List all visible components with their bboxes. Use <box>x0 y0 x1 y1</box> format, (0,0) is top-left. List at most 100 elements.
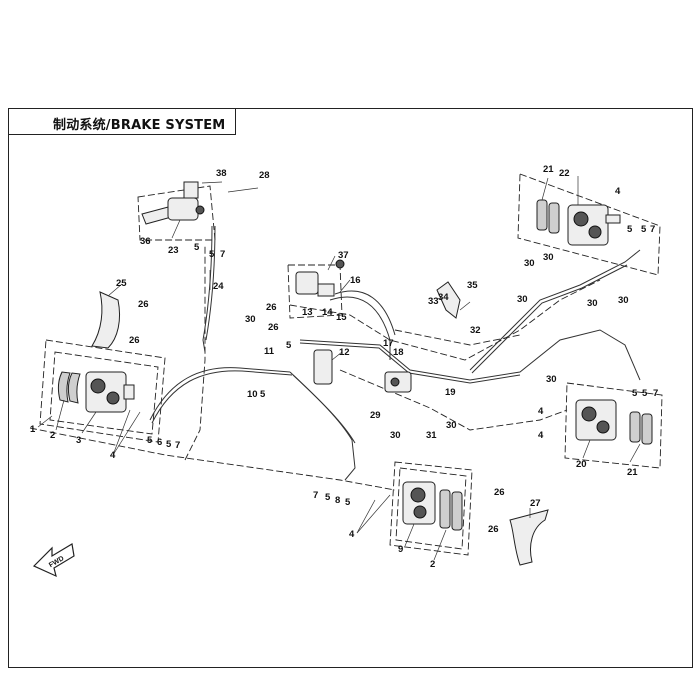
callout: 30 <box>517 294 528 305</box>
left-brake-cover <box>91 291 121 349</box>
group-box-pedal-cylinder <box>287 264 343 319</box>
handlebar-master-cylinder <box>141 181 205 225</box>
front-right-caliper <box>402 481 436 525</box>
rear-top-caliper <box>567 204 621 246</box>
callout: 28 <box>259 170 270 181</box>
callout: 34 <box>438 292 449 303</box>
callout: 31 <box>426 430 437 441</box>
diagram-frame <box>8 108 693 668</box>
callout: 5 <box>194 242 200 253</box>
proportioning-valve <box>384 371 412 393</box>
callout-labels: 1 2 3 4 5 6 5 7 25 26 26 36 23 5 5 7 38 … <box>30 164 658 570</box>
front-left-caliper <box>85 371 135 413</box>
group-box-front-right-caliper <box>389 461 473 556</box>
callout: 9 <box>398 544 403 555</box>
callout: 4 <box>538 430 544 441</box>
callout: 30 <box>587 298 598 309</box>
callout: 5 <box>345 497 351 508</box>
callout: 5 <box>642 388 648 399</box>
callout: 26 <box>266 302 277 313</box>
callout: 27 <box>530 498 541 509</box>
brake-valve <box>313 349 333 385</box>
callout: 30 <box>546 374 557 385</box>
callout: 5 <box>166 439 172 450</box>
callout: 2 <box>430 559 435 570</box>
callout: 30 <box>543 252 554 263</box>
callout: 17 <box>383 338 394 349</box>
callout: 5 <box>627 224 633 235</box>
callout: 30 <box>446 420 457 431</box>
group-box-front-left-caliper <box>39 339 166 443</box>
brake-pipes <box>149 225 641 481</box>
callout: 38 <box>216 168 227 179</box>
callout: 13 <box>302 307 313 318</box>
rear-top-brake-pads <box>536 199 560 234</box>
callout: 22 <box>559 168 570 179</box>
callout: 30 <box>524 258 535 269</box>
callout: 4 <box>110 450 116 461</box>
group-box-rear-caliper-bottom <box>564 382 663 469</box>
callout: 32 <box>470 325 481 336</box>
front-right-brake-pads <box>439 489 463 531</box>
callout: 7 <box>175 440 180 451</box>
callout: 5 <box>325 492 331 503</box>
leader-lines <box>37 176 641 561</box>
callout: 30 <box>245 314 256 325</box>
callout: 4 <box>538 406 544 417</box>
callout: 5 <box>286 340 292 351</box>
callout: 33 <box>428 296 439 307</box>
right-brake-cover <box>509 509 549 566</box>
callout: 7 <box>313 490 318 501</box>
group-box-rear-caliper-top <box>517 173 661 276</box>
callout: 19 <box>445 387 456 398</box>
callout: 21 <box>627 467 638 478</box>
callout: 20 <box>576 459 587 470</box>
callout: 16 <box>350 275 361 286</box>
callout: 36 <box>140 236 151 247</box>
dashed-lead-lines <box>29 245 601 491</box>
callout: 5 <box>260 389 266 400</box>
callout: 5 <box>641 224 647 235</box>
callout: 8 <box>335 495 340 506</box>
callout: 5 <box>147 435 153 446</box>
callout: 7 <box>220 249 225 260</box>
rear-bottom-caliper <box>575 399 617 441</box>
callout: 5 <box>209 249 215 260</box>
callout: 1 <box>30 424 36 435</box>
callout: 3 <box>76 435 81 446</box>
callout: 7 <box>653 388 658 399</box>
callout: 12 <box>339 347 350 358</box>
callout: 30 <box>618 295 629 306</box>
callout: 4 <box>615 186 621 197</box>
callout: 26 <box>494 487 505 498</box>
callout: 26 <box>129 335 140 346</box>
callout: 2 <box>50 430 55 441</box>
callout: 25 <box>116 278 127 289</box>
title-box: 制动系统/BRAKE SYSTEM <box>8 108 236 135</box>
callout: 21 <box>543 164 554 175</box>
callout: 7 <box>650 224 655 235</box>
group-box-master-cylinder <box>137 185 216 241</box>
callout: 24 <box>213 281 224 292</box>
page-title: 制动系统/BRAKE SYSTEM <box>53 118 226 133</box>
callout: 15 <box>336 312 347 323</box>
callout: 26 <box>268 322 279 333</box>
callout: 6 <box>157 437 162 448</box>
front-left-brake-pads <box>57 371 81 404</box>
callout: 35 <box>467 280 478 291</box>
pedal-master-cylinder <box>295 259 345 297</box>
callout: 30 <box>390 430 401 441</box>
callout: 11 <box>264 346 275 357</box>
fwd-arrow-icon: FWD <box>32 543 75 578</box>
callout: 5 <box>632 388 638 399</box>
callout: 26 <box>488 524 499 535</box>
callout: 29 <box>370 410 381 421</box>
callout: 4 <box>349 529 355 540</box>
brake-switch <box>436 281 461 319</box>
callout: 26 <box>138 299 149 310</box>
callout: 10 <box>247 389 258 400</box>
callout: 18 <box>393 347 404 358</box>
callout: 23 <box>168 245 179 256</box>
rear-bottom-brake-pads <box>629 411 653 445</box>
